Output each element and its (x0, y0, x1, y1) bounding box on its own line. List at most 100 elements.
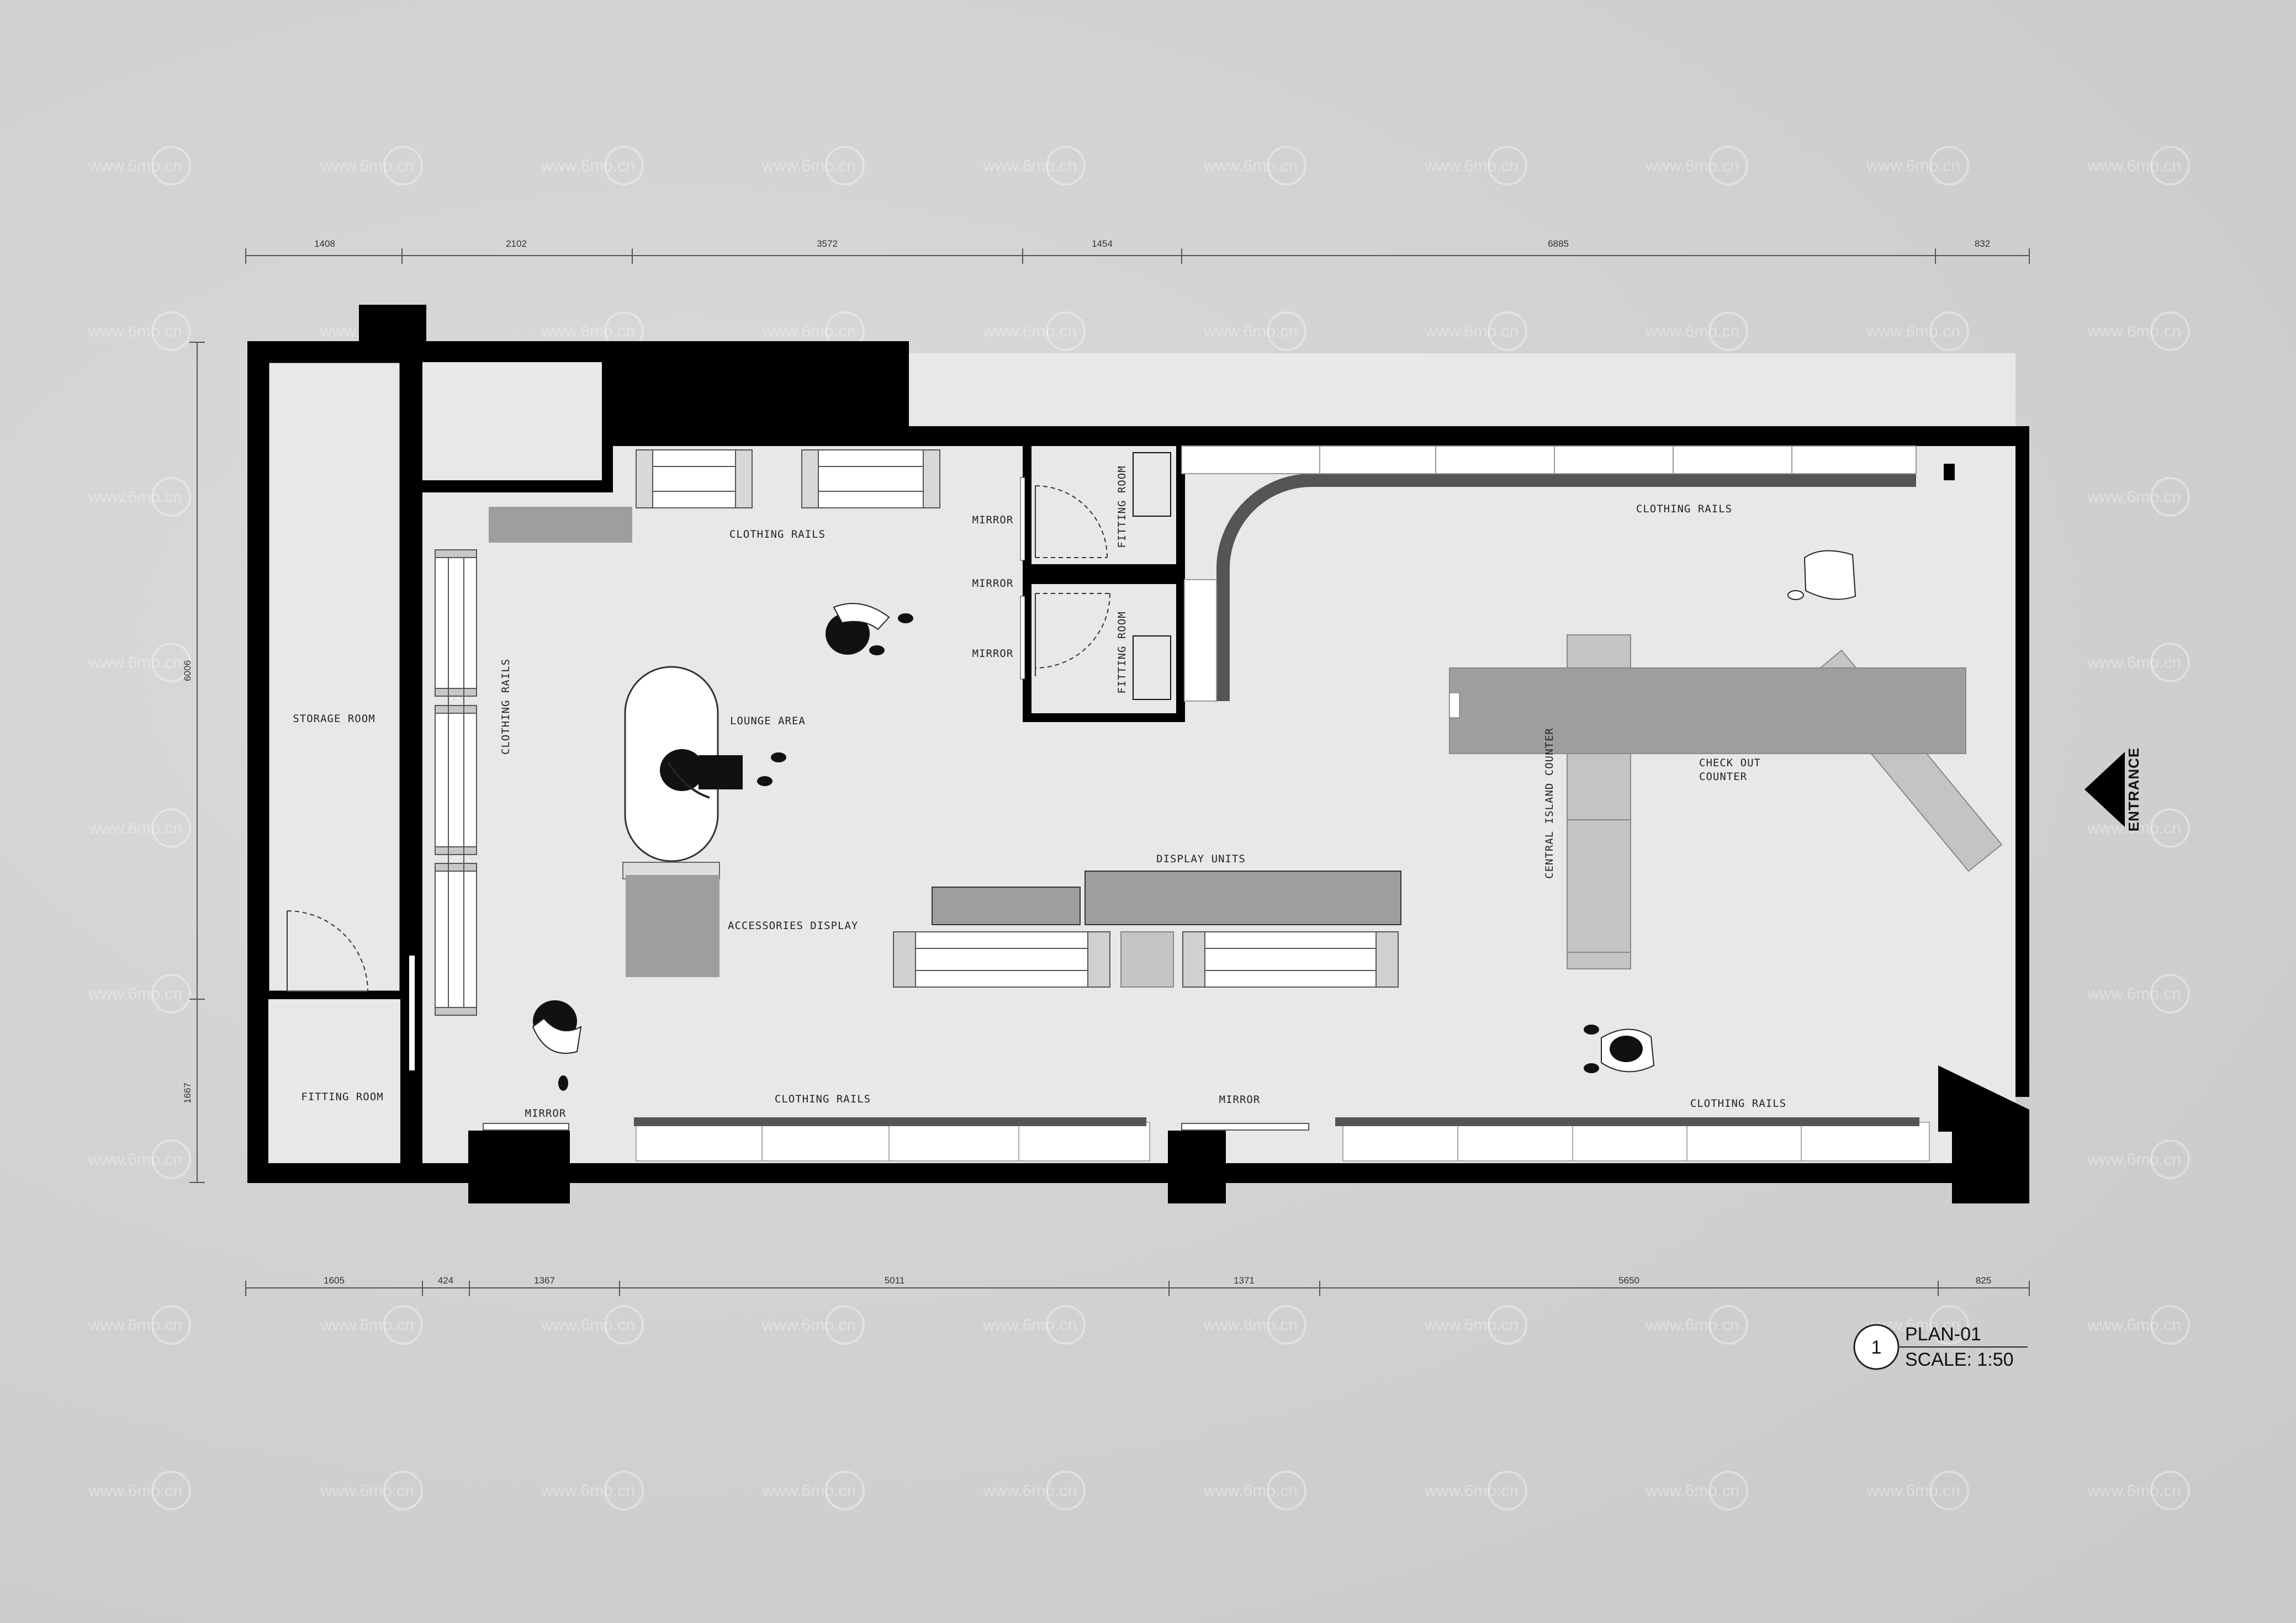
check-out-counter (1449, 649, 2003, 872)
watermark-text: www.6mo.cn (1866, 1482, 1960, 1500)
fitting-room-2-door[interactable] (1035, 593, 1110, 676)
dim-left-2: 1667 (182, 1083, 193, 1104)
mirror-bottom-center (1181, 1123, 1309, 1131)
label-clothing-rails-bottom-right: CLOTHING RAILS (1690, 1097, 1786, 1110)
watermark-text: www.6mo.cn (88, 488, 182, 506)
label-check-out-line2: COUNTER (1699, 771, 1747, 783)
person-figure-5 (1584, 1025, 1655, 1073)
watermark-logo (2150, 643, 2190, 682)
watermark-logo (2150, 146, 2190, 185)
watermark-text: www.6mo.cn (88, 322, 182, 341)
watermark-logo (825, 1471, 865, 1510)
watermark-logo (383, 1471, 423, 1510)
watermark-text: www.6mo.cn (2087, 1482, 2181, 1500)
watermark-logo (151, 808, 191, 848)
clothing-rack-top-2 (801, 449, 940, 508)
watermark-logo (1929, 1471, 1969, 1510)
watermark-logo (1929, 311, 1969, 351)
person-figure-1 (826, 603, 913, 655)
clothing-rails-bottom-right (1335, 1117, 1930, 1161)
label-mirror-bottom-center: MIRROR (1219, 1094, 1261, 1106)
watermark-logo (151, 1305, 191, 1345)
label-central-island-counter: CENTRAL ISLAND COUNTER (1543, 728, 1556, 879)
fitting-room-1-door[interactable] (1035, 485, 1108, 558)
watermark-text: www.6mo.cn (982, 157, 1077, 175)
watermark-text: www.6mo.cn (88, 819, 182, 837)
watermark-text: www.6mo.cn (2087, 1150, 2181, 1169)
label-clothing-rails-bottom-left: CLOTHING RAILS (775, 1093, 871, 1105)
watermark-logo (825, 146, 865, 185)
fitting-room-2-seat (1133, 635, 1171, 700)
storage-door[interactable] (287, 910, 368, 992)
watermark-text: www.6mo.cn (2087, 1316, 2181, 1334)
watermark-logo (151, 146, 191, 185)
watermark-text: www.6mo.cn (541, 157, 635, 175)
watermark-text: www.6mo.cn (88, 985, 182, 1003)
label-accessories-display: ACCESSORIES DISPLAY (728, 920, 858, 932)
watermark-logo (1488, 311, 1527, 351)
plan-scale: SCALE: 1:50 (1905, 1349, 2014, 1370)
watermark-logo (2150, 1471, 2190, 1510)
watermark-text: www.6mo.cn (1424, 1316, 1519, 1334)
dimension-left: 6006 1667 (182, 342, 205, 1183)
clothing-rails-bottom-left (634, 1117, 1150, 1161)
watermark-text: www.6mo.cn (1866, 157, 1960, 175)
watermark-text: www.6mo.cn (1424, 157, 1519, 175)
label-display-units: DISPLAY UNITS (1156, 853, 1246, 865)
dim-top-1: 1408 (314, 238, 335, 249)
watermark-logo (2150, 974, 2190, 1014)
watermark-text: www.6mo.cn (1203, 1316, 1298, 1334)
watermark-logo (1929, 146, 1969, 185)
dim-top-5: 6885 (1548, 238, 1569, 249)
fitting-room-left-door[interactable] (408, 954, 416, 1072)
watermark-text: www.6mo.cn (2087, 488, 2181, 506)
dim-top-4: 1454 (1092, 238, 1113, 249)
watermark-text: www.6mo.cn (88, 1150, 182, 1169)
dim-top-3: 3572 (817, 238, 838, 249)
watermark-logo (151, 311, 191, 351)
watermark-logo (1267, 1305, 1306, 1345)
watermark-logo (1708, 1471, 1748, 1510)
dimension-bottom: 1605 424 1367 5011 1371 5650 825 (245, 1275, 2030, 1296)
label-fitting-room-1: FITTING ROOM (1116, 465, 1128, 548)
watermark-logo (604, 1471, 644, 1510)
label-storage-room: STORAGE ROOM (293, 713, 375, 725)
watermark-logo (1046, 311, 1086, 351)
watermark-logo (2150, 1139, 2190, 1179)
watermark-text: www.6mo.cn (320, 1316, 414, 1334)
walls (247, 305, 2029, 1203)
watermark-logo (1708, 146, 1748, 185)
watermark-text: www.6mo.cn (761, 157, 856, 175)
watermark-logo (1267, 1471, 1306, 1510)
dim-bottom-5: 1371 (1234, 1275, 1255, 1286)
watermark-text: www.6mo.cn (88, 157, 182, 175)
plan-number: 1 (1871, 1337, 1882, 1358)
label-clothing-rails-top-left: CLOTHING RAILS (729, 528, 826, 540)
dim-bottom-4: 5011 (885, 1275, 905, 1286)
entrance-marker[interactable]: ENTRANCE (2085, 747, 2142, 831)
label-lounge-area: LOUNGE AREA (730, 715, 806, 727)
dim-bottom-3: 1367 (534, 1275, 555, 1286)
watermark-text: www.6mo.cn (761, 1316, 856, 1334)
dimension-top: 1408 2102 3572 1454 6885 832 (245, 238, 2030, 264)
watermark-text: www.6mo.cn (1203, 322, 1298, 341)
dim-bottom-6: 5650 (1618, 1275, 1639, 1286)
watermark-logo (604, 146, 644, 185)
watermark-text: www.6mo.cn (1424, 1482, 1519, 1500)
watermark-text: www.6mo.cn (541, 1316, 635, 1334)
watermark-text: www.6mo.cn (1424, 322, 1519, 341)
person-figure-3 (532, 1000, 582, 1091)
label-mirror-2: MIRROR (972, 577, 1014, 590)
dim-bottom-2: 424 (438, 1275, 453, 1286)
watermark-text: www.6mo.cn (2087, 654, 2181, 672)
display-units (893, 871, 1401, 988)
clothing-rack-left (435, 549, 477, 1016)
title-block: 1 PLAN-01 SCALE: 1:50 (1853, 1324, 2028, 1370)
watermark-text: www.6mo.cn (982, 1316, 1077, 1334)
watermark-logo (1267, 146, 1306, 185)
watermark-logo (2150, 311, 2190, 351)
watermark-logo (1046, 1305, 1086, 1345)
watermark-text: www.6mo.cn (1203, 157, 1298, 175)
fitting-room-1-seat (1133, 452, 1171, 517)
